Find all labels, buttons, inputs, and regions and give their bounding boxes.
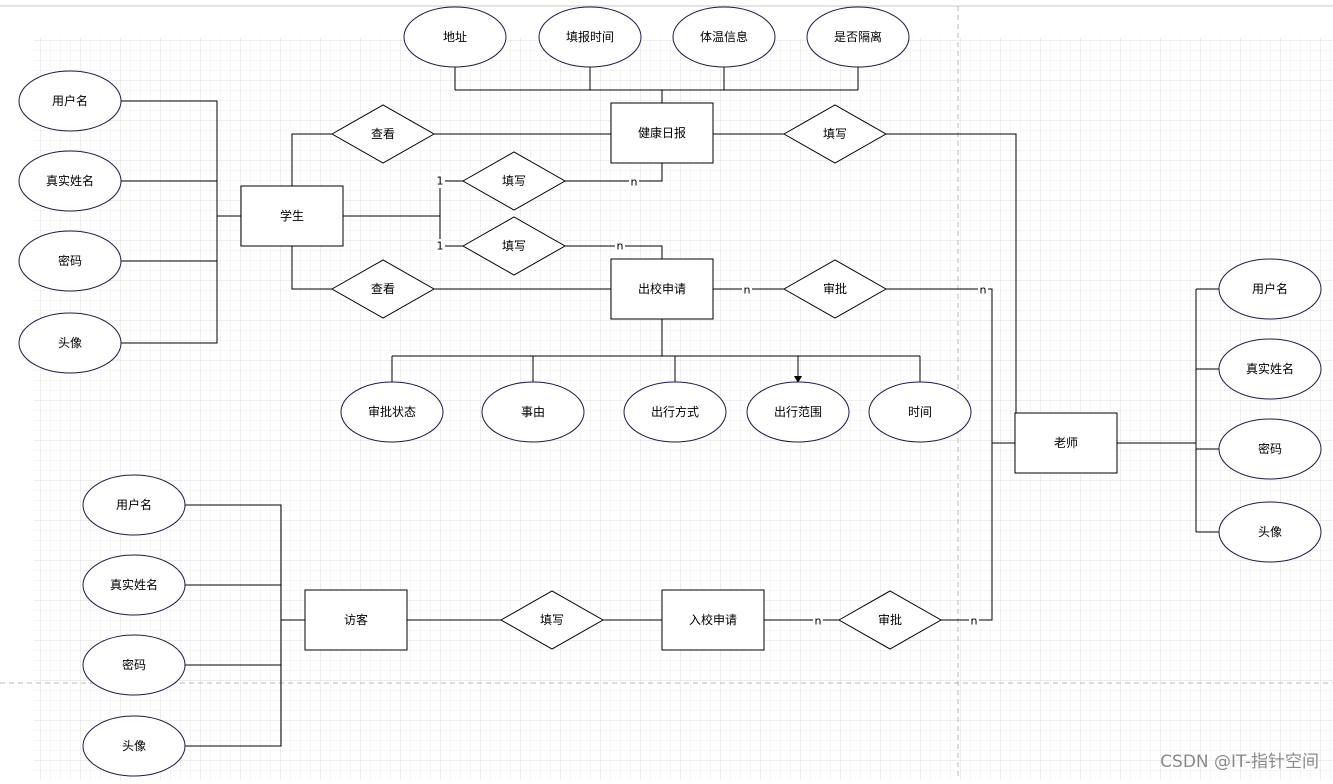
entity-leave-application[interactable]: 出校申请: [610, 258, 714, 320]
entity-entry-application[interactable]: 入校申请: [661, 589, 765, 651]
rel-approve-entry-label: 审批: [878, 612, 902, 627]
attr-student-1[interactable]: 真实姓名: [18, 150, 122, 212]
card-approve-entry-teacher-n: n: [971, 615, 978, 628]
attr-health-1[interactable]: 填报时间: [538, 6, 642, 68]
entity-health-daily-label: 健康日报: [638, 125, 686, 140]
attr-visitor-3[interactable]: 头像: [82, 715, 186, 777]
attr-health-1-label: 填报时间: [566, 29, 614, 44]
attr-teacher-1-label: 真实姓名: [1246, 361, 1294, 376]
entity-student[interactable]: 学生: [240, 185, 344, 247]
attr-leave-4-label: 时间: [908, 405, 932, 419]
attr-health-0[interactable]: 地址: [403, 6, 507, 68]
attr-teacher-2[interactable]: 密码: [1218, 418, 1322, 480]
rel-approve-leave[interactable]: 审批: [782, 259, 888, 319]
attr-leave-4[interactable]: 时间: [868, 381, 972, 443]
attr-student-0[interactable]: 用户名: [18, 70, 122, 132]
entity-leave-application-label: 出校申请: [638, 281, 686, 296]
rel-fill-health-student-label: 填写: [502, 174, 526, 188]
entity-student-label: 学生: [280, 208, 304, 223]
attr-visitor-3-label: 头像: [122, 739, 146, 753]
arrowhead-icon: [794, 376, 802, 383]
rel-fill-health-teacher-label: 填写: [823, 127, 847, 141]
rel-view-health-label: 查看: [371, 127, 395, 141]
attr-teacher-0[interactable]: 用户名: [1218, 258, 1322, 320]
attr-visitor-0-label: 用户名: [116, 497, 152, 512]
rel-approve-leave-label: 审批: [823, 281, 847, 296]
card-fill-leave-n: n: [617, 240, 624, 253]
card-approve-teacher-n: n: [980, 284, 987, 297]
entity-teacher-label: 老师: [1054, 436, 1078, 450]
entity-entry-application-label: 入校申请: [689, 612, 737, 627]
card-entry-approve-n-bg: [813, 614, 823, 628]
attr-leave-2-label: 出行方式: [651, 404, 699, 419]
card-leave-approve-n-bg: [742, 283, 752, 297]
card-approve-entry-teacher-n-bg: [969, 614, 979, 628]
attr-leave-0[interactable]: 审批状态: [340, 381, 444, 443]
attr-teacher-3[interactable]: 头像: [1218, 501, 1322, 563]
attr-student-0-label: 用户名: [52, 93, 88, 108]
card-leave-approve-n: n: [744, 284, 751, 297]
entity-visitor[interactable]: 访客: [304, 589, 408, 651]
attr-student-3-label: 头像: [58, 336, 82, 350]
card-student-fill-health: 1: [437, 175, 444, 188]
attr-teacher-3-label: 头像: [1258, 525, 1282, 539]
attr-visitor-1[interactable]: 真实姓名: [82, 554, 186, 616]
attr-teacher-2-label: 密码: [1258, 441, 1282, 456]
attr-leave-1-label: 事由: [521, 405, 545, 419]
attr-health-3[interactable]: 是否隔离: [806, 6, 910, 68]
attr-health-0-label: 地址: [443, 30, 467, 44]
attr-leave-1[interactable]: 事由: [481, 381, 585, 443]
rel-fill-leave[interactable]: 填写: [461, 216, 567, 276]
rel-fill-health-teacher[interactable]: 填写: [782, 104, 888, 164]
attr-leave-0-label: 审批状态: [368, 404, 416, 419]
card-student-fill-health-bg: [435, 174, 445, 188]
attr-visitor-1-label: 真实姓名: [110, 577, 158, 592]
card-fill-health-n: n: [631, 176, 638, 189]
attr-leave-3[interactable]: 出行范围: [746, 381, 850, 443]
entity-visitor-label: 访客: [344, 612, 368, 627]
attr-student-3[interactable]: 头像: [18, 312, 122, 374]
attr-teacher-1[interactable]: 真实姓名: [1218, 338, 1322, 400]
card-fill-leave-n-bg: [615, 239, 625, 253]
card-student-fill-leave: 1: [437, 240, 444, 253]
rel-approve-entry[interactable]: 审批: [837, 590, 943, 650]
attr-leave-3-label: 出行范围: [774, 405, 822, 419]
attr-teacher-0-label: 用户名: [1252, 281, 1288, 296]
attr-student-1-label: 真实姓名: [46, 173, 94, 188]
rel-view-leave[interactable]: 查看: [330, 259, 436, 319]
card-fill-health-n-bg: [629, 175, 639, 189]
attr-health-3-label: 是否隔离: [834, 29, 882, 44]
card-student-fill-leave-bg: [435, 239, 445, 253]
rel-view-health[interactable]: 查看: [330, 104, 436, 164]
entity-teacher[interactable]: 老师: [1014, 412, 1118, 474]
rel-view-leave-label: 查看: [371, 282, 395, 296]
rel-fill-leave-label: 填写: [502, 239, 526, 253]
rel-fill-entry[interactable]: 填写: [499, 590, 605, 650]
card-entry-approve-n: n: [815, 615, 822, 628]
watermark: CSDN @IT-指针空间: [1160, 752, 1319, 772]
attr-visitor-2[interactable]: 密码: [82, 634, 186, 696]
rel-fill-health-student[interactable]: 填写: [461, 151, 567, 211]
attr-visitor-2-label: 密码: [122, 657, 146, 672]
attr-student-2[interactable]: 密码: [18, 230, 122, 292]
entity-health-daily[interactable]: 健康日报: [610, 102, 714, 164]
attr-visitor-0[interactable]: 用户名: [82, 474, 186, 536]
attr-health-2-label: 体温信息: [700, 29, 748, 44]
attr-leave-2[interactable]: 出行方式: [623, 381, 727, 443]
attr-health-2[interactable]: 体温信息: [672, 6, 776, 68]
connectors: [120, 66, 1219, 747]
attr-student-2-label: 密码: [58, 253, 82, 268]
card-approve-teacher-n-bg: [978, 283, 988, 297]
rel-fill-entry-label: 填写: [540, 613, 564, 627]
